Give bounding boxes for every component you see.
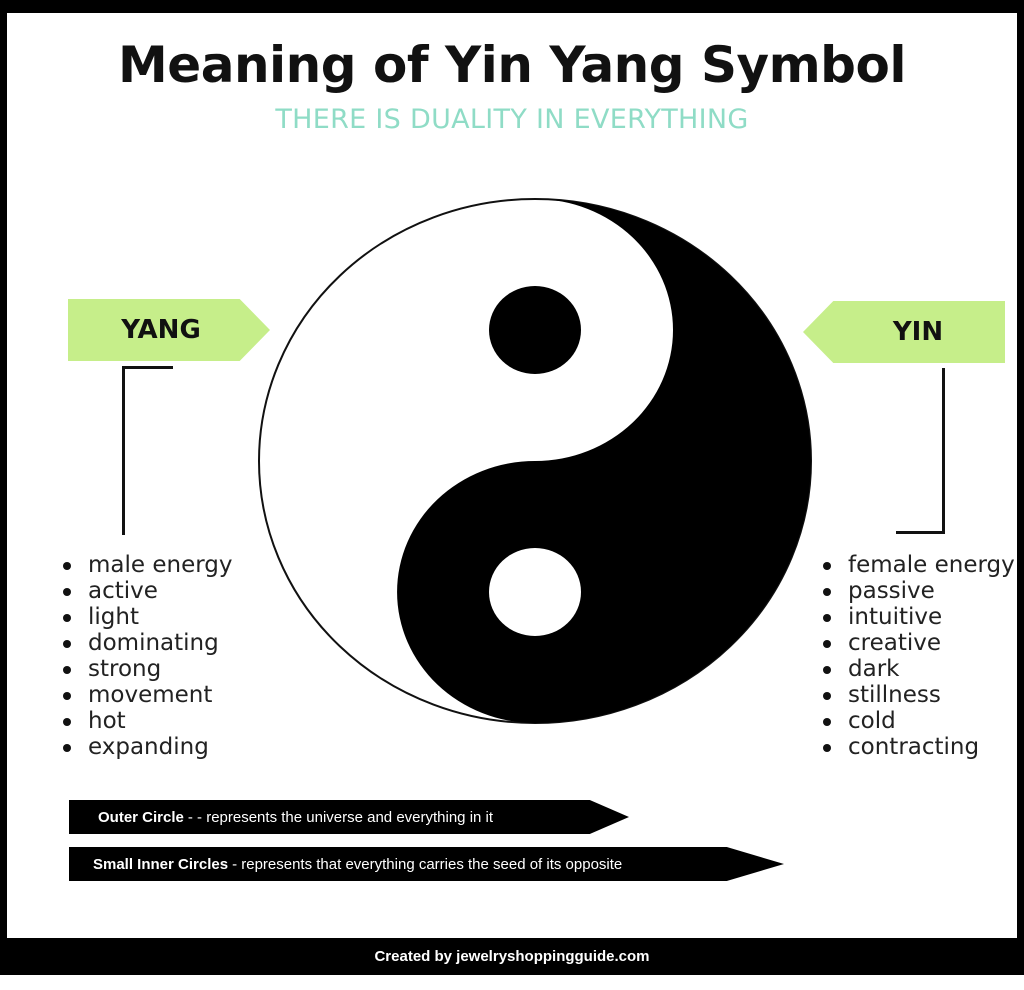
inner-circles-text: - represents that everything carries the… bbox=[232, 855, 623, 873]
list-item: movement bbox=[62, 682, 233, 708]
list-item: passive bbox=[822, 578, 1015, 604]
page-title: Meaning of Yin Yang Symbol bbox=[118, 36, 906, 94]
list-item: strong bbox=[62, 656, 233, 682]
yang-traits-list: male energy active light dominating stro… bbox=[62, 552, 233, 760]
list-item: expanding bbox=[62, 734, 233, 760]
yin-tag: YIN bbox=[803, 301, 1005, 363]
yin-traits-list: female energy passive intuitive creative… bbox=[822, 552, 1015, 760]
list-item: dominating bbox=[62, 630, 233, 656]
outer-circle-text: - - represents the universe and everythi… bbox=[187, 808, 494, 826]
list-item: cold bbox=[822, 708, 1015, 734]
page-subtitle: THERE IS DUALITY IN EVERYTHING bbox=[275, 104, 749, 135]
yang-connector-line bbox=[122, 366, 173, 535]
list-item: light bbox=[62, 604, 233, 630]
credit-footer: Created by jewelryshoppingguide.com bbox=[0, 938, 1024, 975]
yang-tag: YANG bbox=[68, 299, 270, 361]
yang-seed-dot bbox=[489, 548, 581, 636]
yin-label: YIN bbox=[892, 317, 944, 347]
list-item: active bbox=[62, 578, 233, 604]
credit-text: Created by jewelryshoppingguide.com bbox=[374, 948, 650, 965]
yang-label: YANG bbox=[121, 315, 201, 345]
yin-connector-line bbox=[896, 368, 945, 534]
yin-seed-dot bbox=[489, 286, 581, 374]
list-item: dark bbox=[822, 656, 1015, 682]
yin-yang-graphic bbox=[258, 198, 812, 724]
list-item: intuitive bbox=[822, 604, 1015, 630]
list-item: female energy bbox=[822, 552, 1015, 578]
list-item: hot bbox=[62, 708, 233, 734]
list-item: male energy bbox=[62, 552, 233, 578]
inner-circles-term: Small Inner Circles bbox=[93, 855, 229, 873]
list-item: stillness bbox=[822, 682, 1015, 708]
list-item: creative bbox=[822, 630, 1015, 656]
list-item: contracting bbox=[822, 734, 1015, 760]
yin-yang-symbol bbox=[258, 198, 812, 724]
outer-circle-term: Outer Circle bbox=[98, 808, 184, 826]
outer-circle-note: Outer Circle - - represents the universe… bbox=[69, 800, 629, 834]
inner-circles-note: Small Inner Circles - represents that ev… bbox=[69, 847, 784, 881]
